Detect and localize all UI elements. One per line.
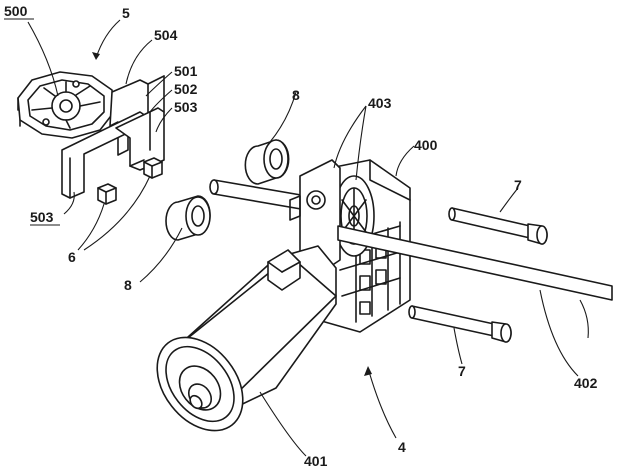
- bracket-5: [61, 75, 165, 199]
- gear-housing-500: [17, 71, 115, 139]
- label-8-upper: 8: [292, 87, 300, 103]
- label-502: 502: [174, 81, 198, 97]
- label-7-upper: 7: [514, 177, 522, 193]
- label-402: 402: [574, 375, 598, 391]
- label-500: 500: [4, 3, 28, 19]
- shaft-402-front: [337, 225, 613, 339]
- screw-7b: [408, 305, 512, 343]
- label-400: 400: [414, 137, 438, 153]
- motor-401: [156, 245, 337, 432]
- cube-6b: [143, 157, 163, 179]
- label-503-lower: 503: [30, 209, 54, 225]
- label-501: 501: [174, 63, 198, 79]
- label-4: 4: [398, 439, 406, 455]
- label-504: 504: [154, 27, 178, 43]
- label-5: 5: [122, 5, 130, 21]
- label-7-lower: 7: [458, 363, 466, 379]
- label-6: 6: [68, 249, 76, 265]
- screw-7a: [448, 207, 548, 245]
- label-503-upper: 503: [174, 99, 198, 115]
- label-403: 403: [368, 95, 392, 111]
- cube-6a: [97, 183, 117, 205]
- reference-labels: 500 5 504 501 502 503 503 6 8 8 403 400 …: [4, 3, 598, 469]
- leader-lines: [27, 19, 579, 457]
- bushing-8b: [165, 195, 211, 241]
- label-401: 401: [304, 453, 328, 469]
- label-8-lower: 8: [124, 277, 132, 293]
- bushing-8a: [244, 139, 290, 185]
